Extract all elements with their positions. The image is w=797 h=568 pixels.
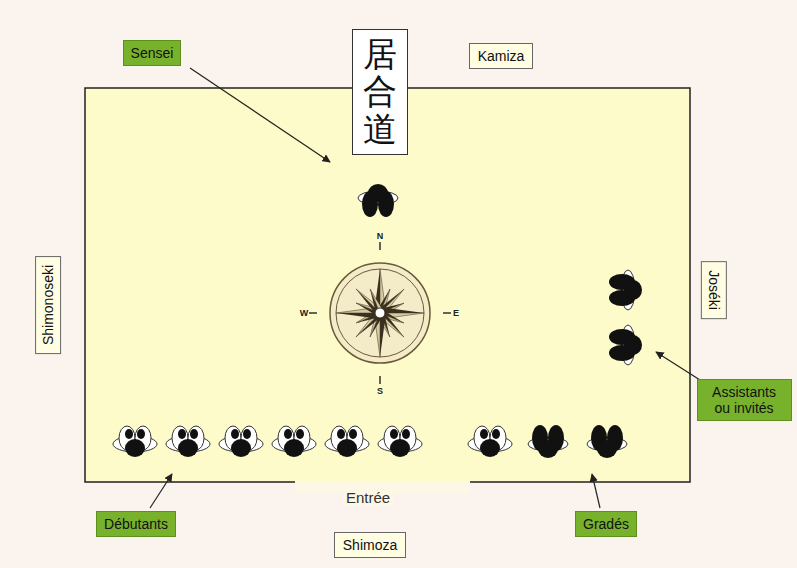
label-text: Joséki (706, 270, 722, 310)
kanji-scroll: 居合道 (352, 29, 408, 155)
place-label: Joséki (701, 261, 727, 319)
label-text: Débutants (104, 516, 168, 532)
place-label: Shimonoseki (35, 256, 61, 354)
role-label: Assistants ou invités (697, 379, 792, 421)
place-label: Kamiza (469, 43, 534, 69)
label-text: Assistants ou invités (705, 384, 784, 416)
entrance-label: Entrée (343, 489, 393, 506)
label-text: Shimoza (343, 537, 397, 553)
role-label: Débutants (96, 511, 176, 537)
place-label: Shimoza (334, 532, 406, 558)
label-text: Gradés (583, 516, 629, 532)
label-text: Kamiza (478, 48, 525, 64)
label-text: 居合道 (363, 36, 397, 148)
compass-letter: E (453, 308, 459, 318)
label-text: Sensei (131, 45, 174, 61)
compass-letter: S (377, 386, 383, 396)
compass-rose (309, 242, 451, 384)
role-label: Sensei (123, 40, 182, 66)
compass-letter: W (300, 308, 309, 318)
compass-letter: N (377, 231, 384, 241)
role-label: Gradés (575, 511, 637, 537)
label-text: Shimonoseki (40, 265, 56, 345)
